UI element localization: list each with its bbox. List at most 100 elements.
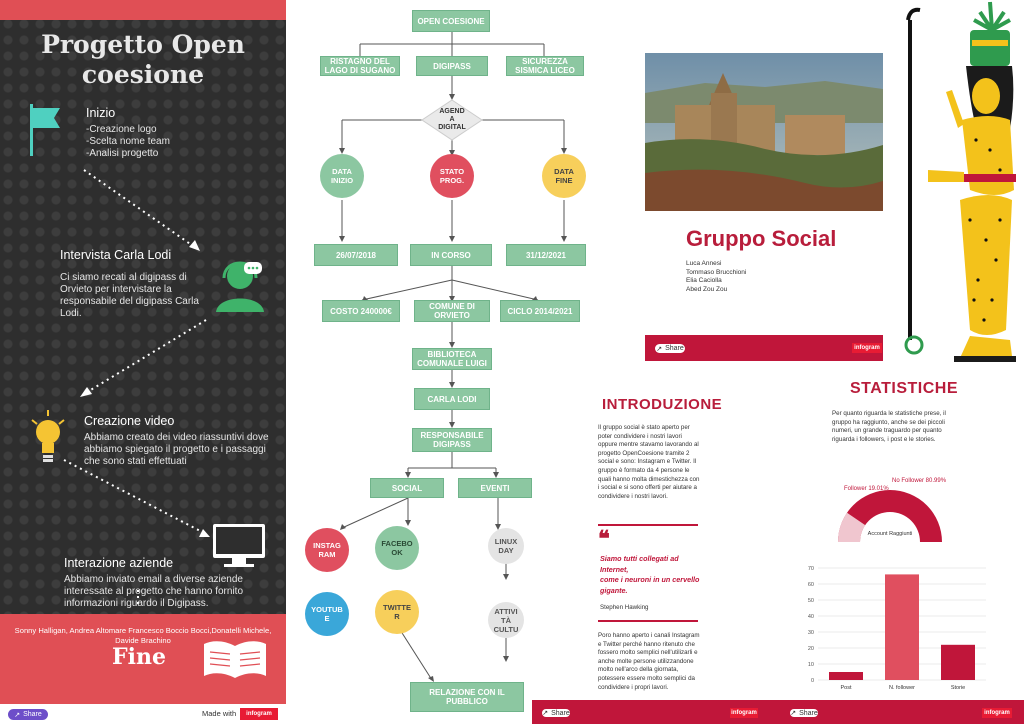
flow-ristagno: RISTAGNO DEL LAGO DI SUGANO — [320, 56, 400, 76]
quote-divider-top — [598, 524, 698, 526]
bar-1 — [885, 574, 919, 680]
flow-date-end: 31/12/2021 — [506, 244, 586, 266]
made-with-label: Made with — [202, 709, 237, 718]
social-group-title: Gruppo Social — [686, 226, 837, 251]
authors: Sonny Halligan, Andrea Altomare Francesc… — [14, 626, 272, 645]
top-accent-bar — [0, 0, 286, 20]
flow-carla-lodi: CARLA LODI — [414, 388, 490, 410]
bar-y-tick: 0 — [811, 678, 814, 684]
project-title: Progetto Open coesione — [41, 30, 245, 89]
pie-slice-no-follower — [838, 490, 942, 542]
bar-x-label: Post — [840, 685, 851, 691]
pie-chart: Follower 19.01% No Follower 80.99% Accou… — [838, 478, 947, 542]
orvieto-photo — [645, 53, 883, 211]
flow-linux-day: LINUX DAY — [488, 528, 524, 564]
bar-y-tick: 20 — [808, 646, 814, 652]
share-icon: ↗ — [14, 711, 21, 719]
stat-infogram-logo[interactable]: infogram — [982, 708, 1012, 718]
flow-facebook: FACEBO OK — [375, 526, 419, 570]
flow-stato-prog: STATO PROG. — [430, 154, 474, 198]
section-heading-aziende: Interazione aziende — [64, 556, 174, 570]
flow-data-inizio: DATA INIZIO — [320, 154, 364, 198]
flow-data-fine: DATA FINE — [542, 154, 586, 198]
share-label: Share — [799, 709, 818, 717]
social-infogram-logo[interactable]: infogram — [852, 343, 882, 353]
flow-sicurezza: SICUREZZA SISMICA LICEO — [506, 56, 584, 76]
bar-y-tick: 50 — [808, 598, 814, 604]
share-label: Share — [23, 711, 42, 718]
flow-digipass: DIGIPASS — [416, 56, 488, 76]
intro-share-button[interactable]: ↗Share — [542, 709, 570, 717]
section-text-aziende: Abbiamo inviato email a diverse aziende … — [64, 574, 244, 609]
flow-costo: COSTO 240000€ — [322, 300, 400, 322]
stat-text: Per quanto riguarda le statistiche prese… — [832, 410, 946, 443]
diamond-shape — [421, 99, 483, 141]
flow-twitter: TWITTE R — [375, 590, 419, 634]
share-button[interactable]: ↗Share — [8, 709, 48, 720]
pie-label-no-follower: No Follower 80.99% — [892, 478, 947, 484]
share-icon: ↗ — [542, 710, 549, 717]
lightbulb-icon — [31, 410, 65, 462]
flow-agenda-digitale: AGEND A DIGITAL — [438, 108, 466, 131]
flow-youtube: YOUTUB E — [305, 592, 349, 636]
section-text-intervista: Ci siamo recati al digipass di Orvieto p… — [60, 272, 199, 319]
intro-text-2: Poro hanno aperto i canali Instagram e T… — [598, 632, 700, 691]
stat-share-button[interactable]: ↗Share — [790, 709, 818, 717]
bar-y-tick: 60 — [808, 582, 814, 588]
quote-text: Siamo tutti collegati ad Internet, come … — [600, 554, 700, 595]
flow-root: OPEN COESIONE — [412, 10, 490, 32]
section-heading-inizio: Inizio — [86, 106, 116, 120]
bar-x-label: N. follower — [889, 685, 915, 691]
infogram-logo[interactable]: infogram — [240, 708, 278, 720]
bar-y-tick: 40 — [808, 614, 814, 620]
share-icon: ↗ — [790, 710, 797, 717]
share-label: Share — [551, 709, 570, 717]
bar-2 — [941, 644, 975, 680]
left-bottom-bar — [0, 704, 286, 724]
intro-title: INTRODUZIONE — [602, 396, 723, 413]
quote-divider-bottom — [598, 620, 698, 622]
flow-social: SOCIAL — [370, 478, 444, 498]
intro-infogram-logo[interactable]: infogram — [730, 708, 758, 718]
dotted-arrows — [63, 169, 210, 608]
pie-label-follower: Follower 19.01% — [844, 486, 889, 492]
section-text-video: Abbiamo creato dei video riassuntivi dov… — [84, 432, 269, 467]
quote-author: Stephen Hawking — [600, 604, 649, 611]
bar-x-label: Storie — [951, 685, 965, 691]
flow-date-start: 26/07/2018 — [314, 244, 398, 266]
egyptian-goddess-illustration — [904, 1, 1016, 362]
left-panel: Progetto Open coesione Inizio -Creazione… — [0, 0, 286, 724]
fine-label: Fine — [112, 644, 166, 670]
flag-icon — [30, 104, 60, 156]
flow-biblioteca: BIBLIOTECA COMUNALE LUIGI — [412, 348, 492, 370]
bar-0 — [829, 672, 863, 680]
social-share-button[interactable]: ↗Share — [655, 344, 685, 353]
section-heading-intervista: Intervista Carla Lodi — [60, 248, 172, 262]
computer-monitor-icon — [213, 524, 265, 567]
share-label: Share — [665, 345, 684, 352]
stat-title: STATISTICHE — [850, 380, 959, 397]
pie-center-label: Account Raggiunti — [868, 531, 913, 537]
flow-instagram: INSTAG RAM — [305, 528, 349, 572]
flow-in-corso: IN CORSO — [410, 244, 492, 266]
share-icon: ↗ — [656, 345, 663, 353]
support-agent-icon — [216, 261, 264, 312]
section-heading-video: Creazione video — [84, 414, 175, 428]
quote-mark-icon: ❝ — [598, 526, 610, 551]
flow-ciclo: CICLO 2014/2021 — [500, 300, 580, 322]
book-icon — [204, 641, 266, 678]
flow-relazione: RELAZIONE CON IL PUBBLICO — [410, 682, 524, 712]
social-members: Luca Annesi Tommaso Brucchioni Elia Caci… — [686, 260, 747, 293]
flow-attivita-culturali: ATTIVI TÀ CULTU — [488, 602, 524, 638]
bar-y-tick: 10 — [808, 662, 814, 668]
flow-comune: COMUNE DI ORVIETO — [414, 300, 490, 322]
intro-text: Il gruppo social è stato aperto per pote… — [598, 424, 700, 500]
section-text-inizio: -Creazione logo -Scelta nome team -Anali… — [86, 124, 170, 159]
flow-eventi: EVENTI — [458, 478, 532, 498]
bar-y-tick: 30 — [808, 630, 814, 636]
bar-y-tick: 70 — [808, 566, 814, 572]
flow-responsabile: RESPONSABILE DIGIPASS — [412, 428, 492, 452]
